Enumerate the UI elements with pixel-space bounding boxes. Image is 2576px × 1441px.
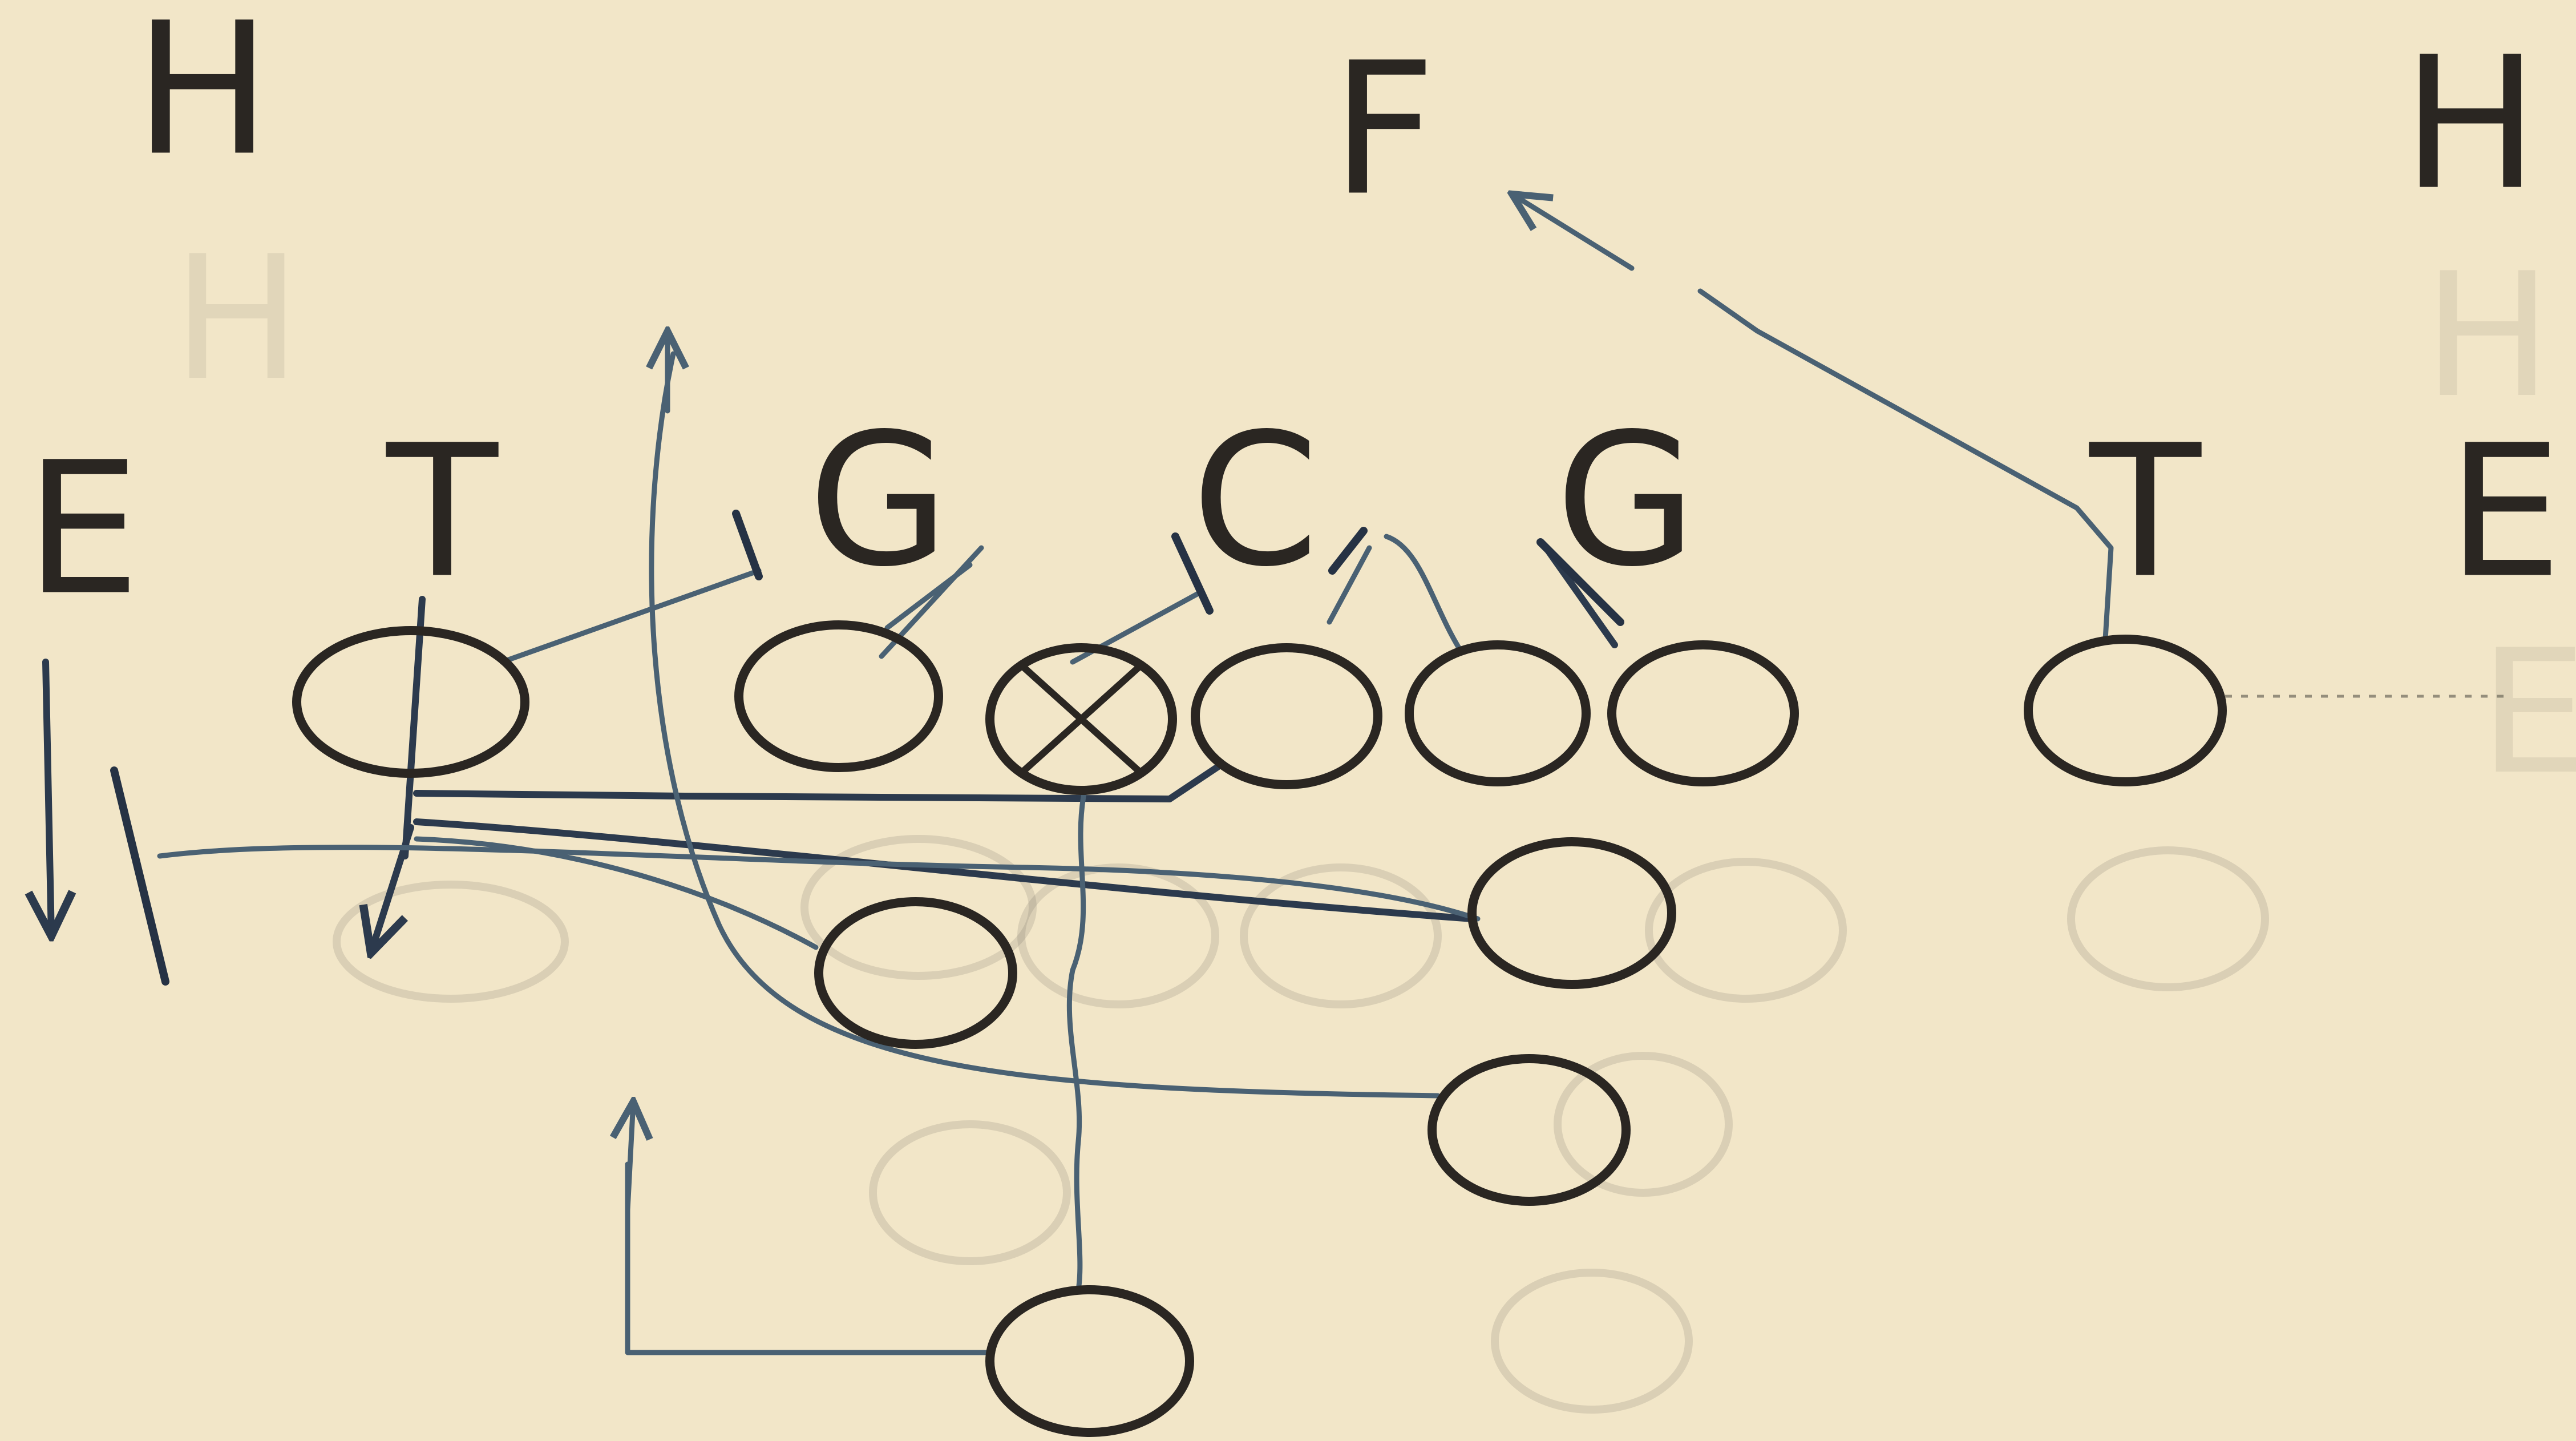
ghost-letter: E bbox=[2479, 613, 2576, 812]
label-c: C bbox=[1191, 395, 1319, 607]
defense-labels: H F H E T G C G T E bbox=[25, 0, 2562, 636]
center-x-line bbox=[1021, 665, 1141, 773]
ghost-letter: H bbox=[2423, 236, 2552, 435]
ghost-circle bbox=[800, 835, 1037, 980]
player-right-end bbox=[2024, 635, 2227, 786]
route-line bbox=[884, 562, 973, 631]
player-right-tackle-inside bbox=[1607, 640, 1799, 786]
routes bbox=[46, 194, 2114, 1355]
route-arrow bbox=[46, 659, 51, 936]
offense-players bbox=[292, 620, 2227, 1437]
player-left-tackle bbox=[292, 626, 529, 778]
block-mark bbox=[1536, 538, 1624, 626]
player-wingback bbox=[1467, 837, 1676, 989]
label-right-h: H bbox=[2402, 18, 2539, 231]
block-mark bbox=[732, 510, 763, 580]
route-line bbox=[625, 1161, 996, 1355]
ghost-circle bbox=[1017, 863, 1219, 1008]
route-line bbox=[1066, 790, 1087, 1293]
route-line bbox=[499, 568, 762, 665]
route-line bbox=[1697, 288, 2114, 642]
ghost-circle bbox=[1645, 858, 1847, 1003]
label-left-e: E bbox=[25, 423, 140, 636]
player-fullback bbox=[1427, 1054, 1631, 1206]
block-mark bbox=[1328, 527, 1368, 575]
route-line bbox=[413, 761, 1224, 802]
label-f: F bbox=[1331, 24, 1436, 236]
ghost-circle bbox=[1554, 1052, 1733, 1197]
route-line bbox=[1384, 534, 1463, 653]
player-right-guard bbox=[1405, 640, 1591, 786]
ghost-circle bbox=[2067, 846, 2269, 991]
ghost-circle bbox=[1240, 863, 1442, 1008]
center-circle bbox=[985, 643, 1177, 795]
block-mark bbox=[1171, 532, 1214, 615]
ghost-circle bbox=[869, 1120, 1071, 1265]
ghost-marks: H H E bbox=[172, 219, 2576, 1414]
route-line bbox=[649, 351, 1441, 1099]
route-line bbox=[414, 836, 819, 950]
player-tailback bbox=[985, 1285, 1194, 1437]
label-left-h: H bbox=[134, 0, 272, 196]
route-arrow bbox=[628, 1101, 633, 1213]
label-left-g: G bbox=[808, 395, 949, 607]
route-arrow bbox=[1512, 194, 1635, 271]
player-center-ball bbox=[985, 643, 1177, 795]
ghost-circle bbox=[1491, 1269, 1693, 1414]
label-right-t: T bbox=[2086, 406, 2203, 619]
label-right-e: E bbox=[2447, 406, 2562, 619]
player-right-center bbox=[1191, 643, 1382, 789]
route-line bbox=[402, 596, 426, 859]
ghost-letter: H bbox=[172, 219, 301, 418]
ghost-circle bbox=[333, 881, 569, 1003]
block-mark bbox=[110, 766, 169, 986]
route-line bbox=[157, 845, 1481, 922]
player-halfback bbox=[814, 897, 1017, 1049]
player-left-guard bbox=[734, 620, 943, 772]
label-left-t: T bbox=[383, 406, 500, 619]
label-right-g: G bbox=[1555, 395, 1697, 607]
route-line bbox=[1327, 545, 1372, 625]
